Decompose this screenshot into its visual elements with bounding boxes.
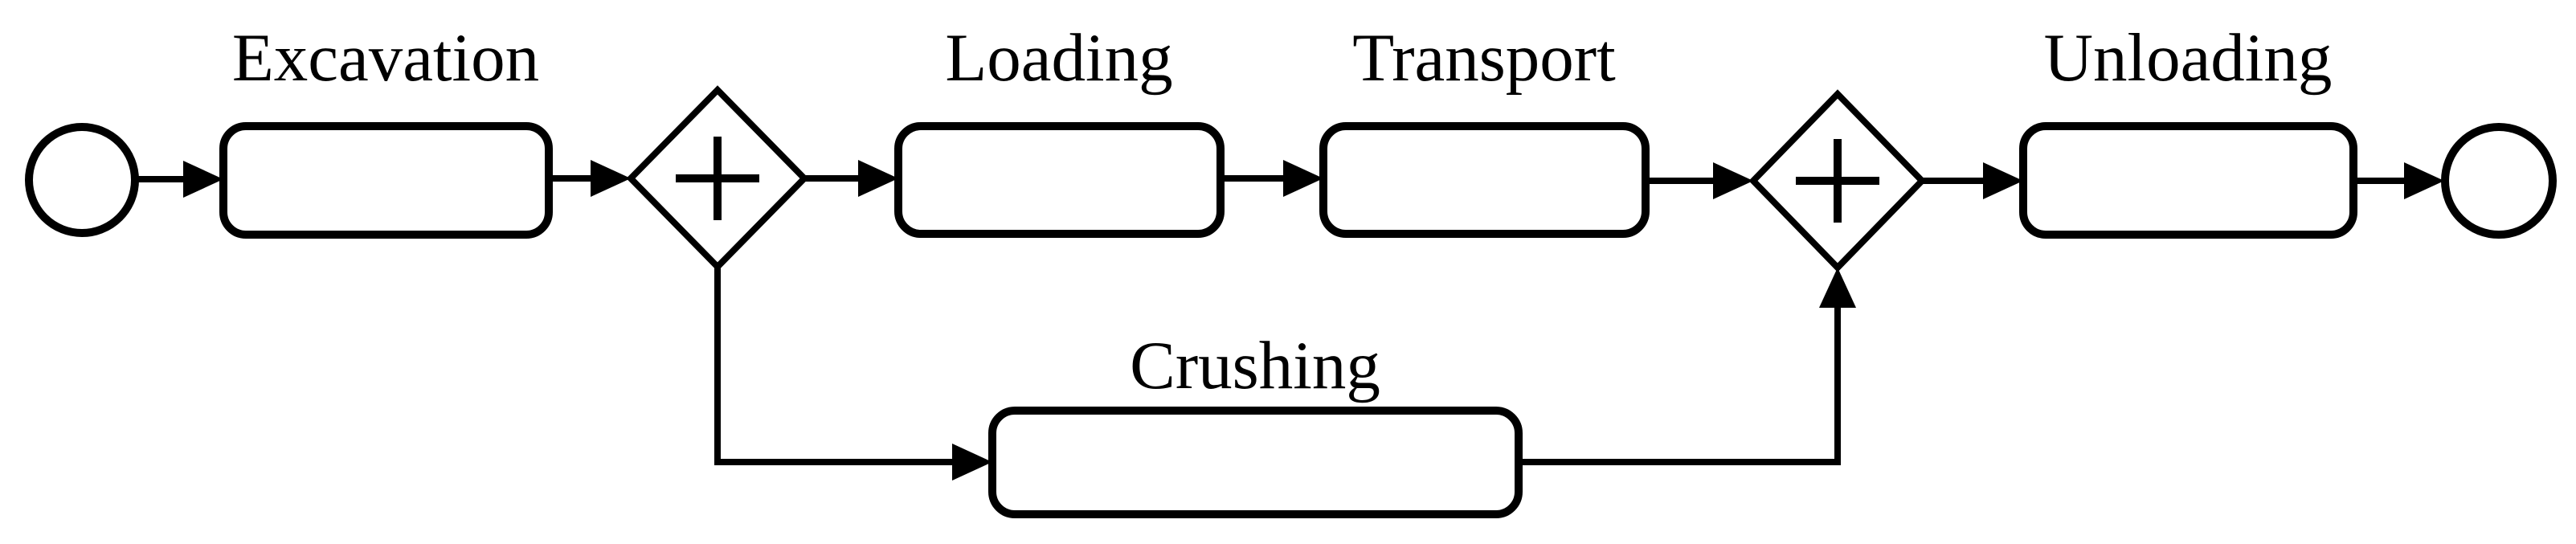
parallel-gateway-split xyxy=(626,85,809,272)
task-label-unloading: Unloading xyxy=(2044,20,2333,96)
arrowhead-icon xyxy=(1819,268,1856,308)
task-crushing xyxy=(988,407,1523,518)
task-transport xyxy=(1319,122,1650,238)
task-excavation xyxy=(219,122,553,239)
task-label-loading: Loading xyxy=(945,20,1172,96)
parallel-gateway-join xyxy=(1748,89,1927,272)
task-unloading xyxy=(2019,122,2357,239)
task-label-crushing: Crushing xyxy=(1130,328,1380,403)
arrowhead-icon xyxy=(1283,160,1323,197)
arrowhead-icon xyxy=(183,161,223,198)
arrowhead-icon xyxy=(952,444,992,481)
arrowhead-icon xyxy=(591,160,631,197)
flow-crushing-to-join-gateway xyxy=(1519,281,1841,465)
arrowhead-icon xyxy=(1983,162,2023,199)
task-label-excavation: Excavation xyxy=(232,20,539,96)
task-loading xyxy=(894,122,1225,238)
arrowhead-icon xyxy=(858,160,898,197)
start-event xyxy=(25,123,139,237)
flow-split-gateway-to-crushing xyxy=(714,267,979,465)
plus-icon xyxy=(1796,139,1879,223)
plus-icon xyxy=(676,137,759,220)
arrowhead-icon xyxy=(2404,162,2444,199)
end-event xyxy=(2441,123,2557,239)
task-label-transport: Transport xyxy=(1352,20,1616,96)
arrowhead-icon xyxy=(1713,162,1753,199)
